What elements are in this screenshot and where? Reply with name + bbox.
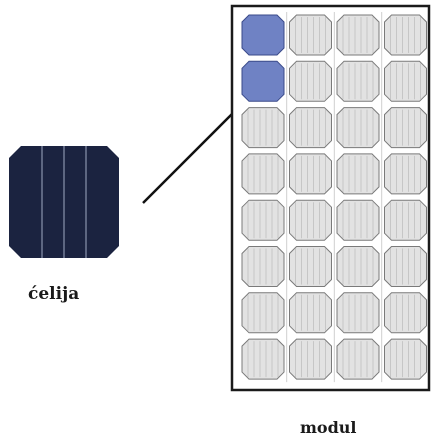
module-label: modul bbox=[300, 418, 357, 437]
module-cell bbox=[289, 14, 332, 56]
module-cell bbox=[241, 246, 285, 287]
module-cell bbox=[289, 199, 332, 241]
module-cell-highlighted bbox=[241, 14, 285, 56]
module-cell bbox=[241, 292, 285, 334]
module-cell bbox=[336, 14, 380, 56]
module-cell bbox=[336, 338, 380, 380]
module-cell bbox=[289, 60, 332, 102]
module-cell bbox=[384, 153, 427, 195]
module-cell bbox=[289, 292, 332, 334]
cell-label: ćelija bbox=[28, 284, 80, 304]
module-cell bbox=[241, 107, 285, 149]
module-cell bbox=[336, 153, 380, 195]
module-cell-highlighted bbox=[241, 60, 285, 102]
module-cell bbox=[289, 246, 332, 287]
module-cell bbox=[336, 107, 380, 149]
solar-module-icon bbox=[230, 4, 431, 392]
module-cell bbox=[289, 107, 332, 149]
module-cell bbox=[336, 292, 380, 334]
module-cell bbox=[384, 199, 427, 241]
module-cell bbox=[384, 246, 427, 287]
module-cell bbox=[289, 153, 332, 195]
module-cell bbox=[241, 199, 285, 241]
module-cell bbox=[336, 246, 380, 287]
module-cell bbox=[241, 338, 285, 380]
module-cell bbox=[336, 60, 380, 102]
module-cell bbox=[384, 292, 427, 334]
module-cell bbox=[289, 338, 332, 380]
module-cell bbox=[241, 153, 285, 195]
module-cell bbox=[384, 14, 427, 56]
module-cell bbox=[384, 107, 427, 149]
solar-cell-icon bbox=[9, 146, 119, 258]
module-cell bbox=[384, 60, 427, 102]
module-cell bbox=[336, 199, 380, 241]
module-cell-grid bbox=[241, 12, 427, 383]
module-cell bbox=[384, 338, 427, 380]
